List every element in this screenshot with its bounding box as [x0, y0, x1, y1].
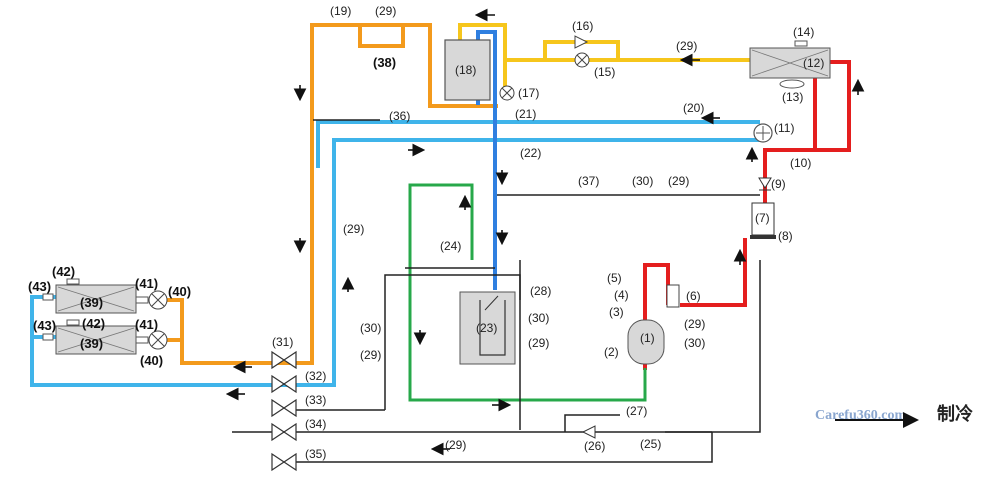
label-4: (4)	[614, 288, 629, 302]
label-29e: (29)	[360, 348, 381, 362]
label-30a: (30)	[632, 174, 653, 188]
label-18: (18)	[455, 63, 476, 77]
check-valve-9	[758, 177, 772, 191]
label-5: (5)	[607, 271, 622, 285]
label-9: (9)	[771, 177, 786, 191]
indoor-unit-39-bottom	[42, 319, 137, 355]
label-3: (3)	[609, 305, 624, 319]
label-30b: (30)	[360, 321, 381, 335]
receiver-7	[750, 202, 776, 239]
label-41b: (41)	[135, 317, 158, 332]
legend: Carefu360.com 制冷	[815, 403, 973, 428]
label-29a: (29)	[375, 4, 396, 18]
label-34: (34)	[305, 417, 326, 431]
label-29c: (29)	[668, 174, 689, 188]
check-valve-26	[581, 425, 596, 439]
expansion-valve-15	[574, 52, 590, 68]
bypass-line-green	[408, 183, 647, 402]
expansion-valve-40-top	[135, 290, 168, 310]
label-22: (22)	[520, 146, 541, 160]
label-32: (32)	[305, 369, 326, 383]
check-valve-16	[574, 35, 589, 49]
label-40a: (40)	[168, 284, 191, 299]
filter-6	[666, 284, 680, 308]
label-30c: (30)	[528, 311, 549, 325]
label-12: (12)	[803, 56, 824, 70]
label-1: (1)	[640, 331, 655, 345]
label-7: (7)	[755, 211, 770, 225]
compressor-1	[627, 319, 665, 365]
label-29g: (29)	[684, 317, 705, 331]
aux-lines-black	[232, 119, 761, 463]
label-16: (16)	[572, 19, 593, 33]
outdoor-coil-12	[749, 40, 831, 89]
gas-line-yellow	[458, 23, 750, 90]
label-23: (23)	[476, 321, 497, 335]
label-29f: (29)	[528, 336, 549, 350]
label-42b: (42)	[82, 316, 105, 331]
label-24: (24)	[440, 239, 461, 253]
label-29h: (29)	[445, 438, 466, 452]
label-41a: (41)	[135, 276, 158, 291]
label-38: (38)	[373, 55, 396, 70]
heat-exchanger-18	[444, 39, 491, 101]
label-11: (11)	[774, 121, 794, 135]
label-30d: (30)	[684, 336, 705, 350]
label-26: (26)	[584, 439, 605, 453]
label-43b: (43)	[33, 318, 56, 333]
discharge-line-red	[643, 60, 851, 370]
label-20: (20)	[683, 101, 704, 115]
label-33: (33)	[305, 393, 326, 407]
label-6: (6)	[686, 289, 701, 303]
label-15: (15)	[594, 65, 615, 79]
service-valves	[271, 350, 297, 472]
label-17: (17)	[518, 86, 539, 100]
label-27: (27)	[626, 404, 647, 418]
label-29b: (29)	[676, 39, 697, 53]
tank-23	[459, 291, 516, 365]
label-28: (28)	[530, 284, 551, 298]
four-way-valve-11	[753, 123, 773, 143]
label-14: (14)	[793, 25, 814, 39]
indoor-unit-39-top	[42, 278, 137, 314]
flow-arrows	[225, 8, 865, 456]
label-21: (21)	[515, 107, 536, 121]
label-39a: (39)	[80, 295, 103, 310]
label-39b: (39)	[80, 336, 103, 351]
label-31: (31)	[272, 335, 293, 349]
label-8: (8)	[778, 229, 793, 243]
expansion-valve-17	[499, 85, 515, 101]
label-25: (25)	[640, 437, 661, 451]
label-42a: (42)	[52, 264, 75, 279]
legend-label: 制冷	[937, 403, 973, 425]
label-40b: (40)	[140, 353, 163, 368]
label-19: (19)	[330, 4, 351, 18]
label-35: (35)	[305, 447, 326, 461]
label-10: (10)	[790, 156, 811, 170]
expansion-valve-40-bottom	[135, 330, 168, 350]
label-36: (36)	[389, 109, 410, 123]
label-2: (2)	[604, 345, 619, 359]
label-29d: (29)	[343, 222, 364, 236]
label-43a: (43)	[28, 279, 51, 294]
label-13: (13)	[782, 90, 803, 104]
label-37: (37)	[578, 174, 599, 188]
